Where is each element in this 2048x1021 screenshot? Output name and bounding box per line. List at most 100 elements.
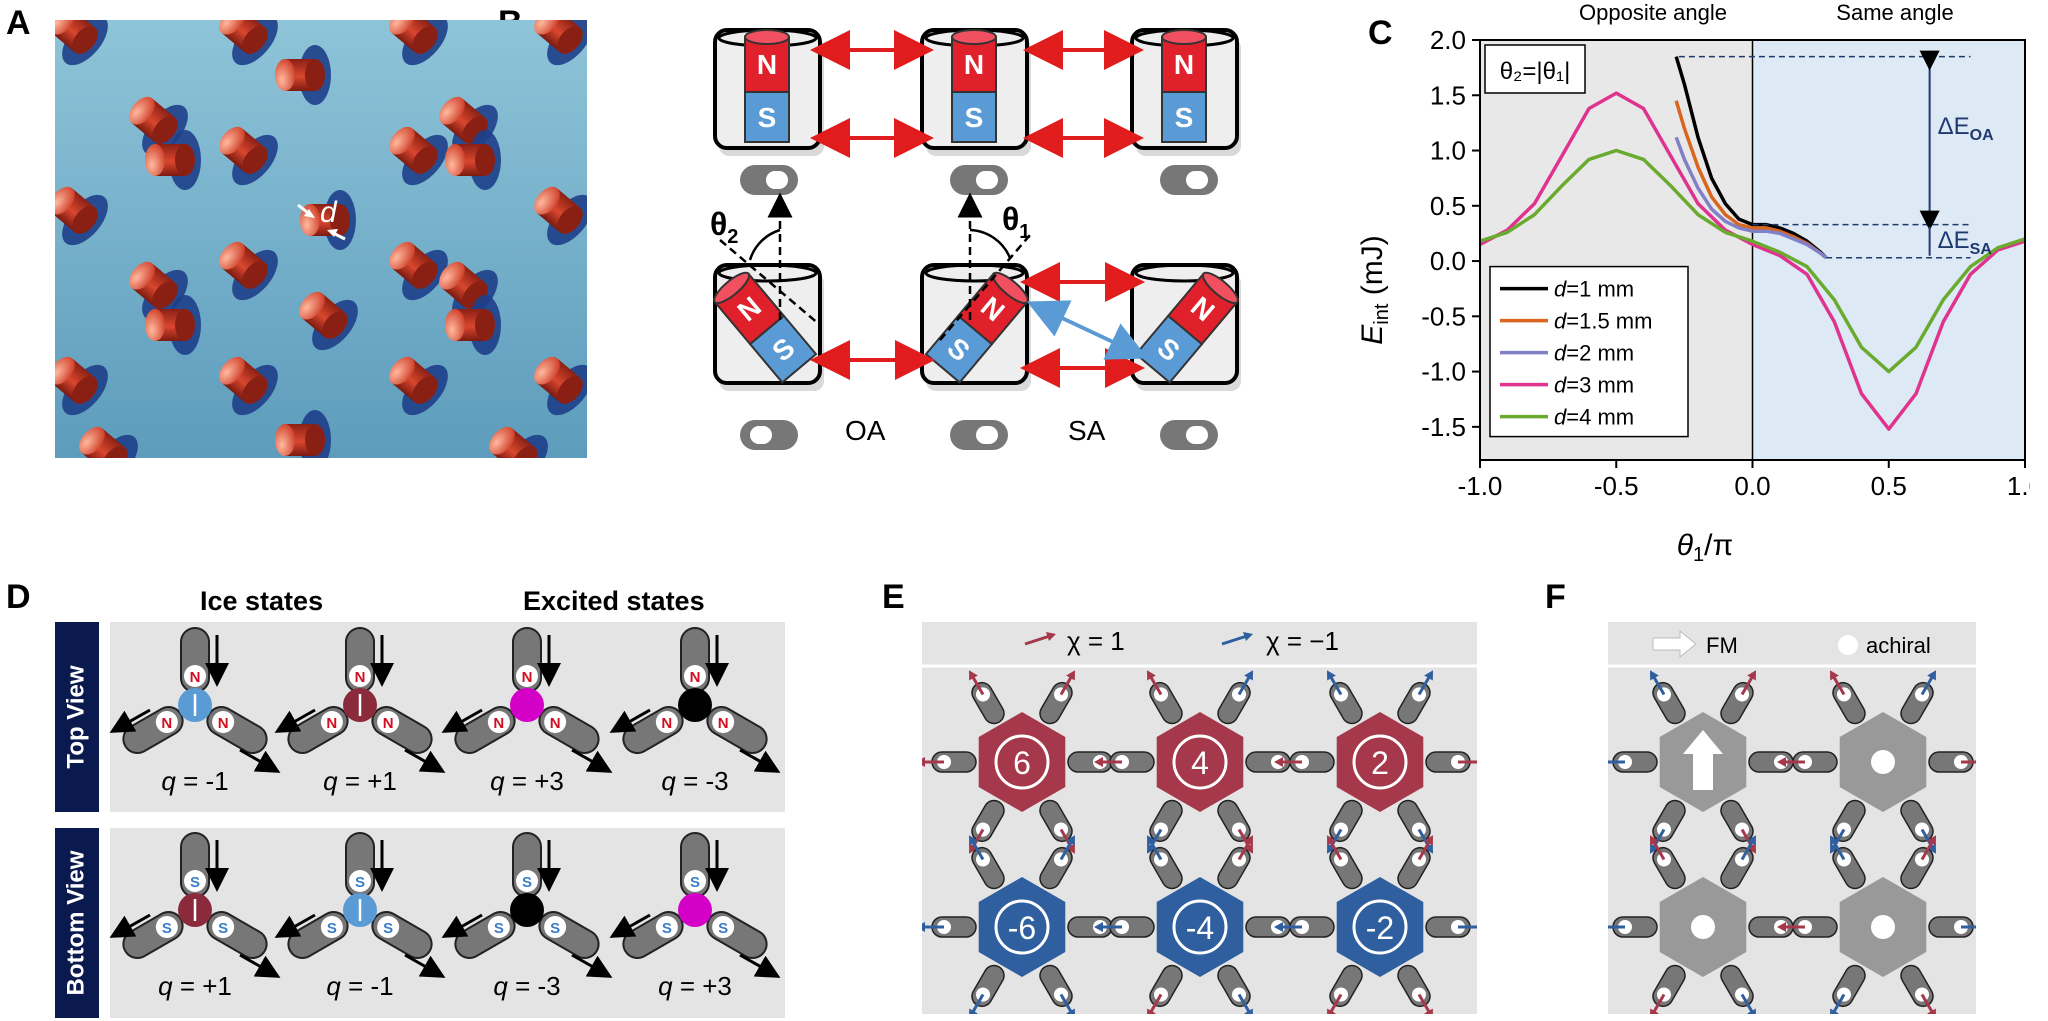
moment-arrow bbox=[1327, 835, 1343, 861]
island-capsule: S bbox=[345, 832, 375, 898]
nanomagnet-cylinder bbox=[55, 356, 108, 416]
delta-oa-label: ΔEOA bbox=[1938, 113, 1994, 144]
moment-arrow bbox=[1237, 993, 1253, 1014]
svg-text:S: S bbox=[522, 874, 532, 891]
island-capsule: S bbox=[680, 832, 710, 898]
south-pole-label: S bbox=[965, 102, 984, 133]
panel-label-c: C bbox=[1368, 14, 1393, 52]
achiral-dot bbox=[1871, 915, 1895, 939]
moment-arrow bbox=[1650, 835, 1666, 861]
moment-arrow bbox=[571, 748, 613, 773]
island-capsule bbox=[1109, 751, 1155, 773]
row-top-view-label-bg bbox=[55, 622, 99, 812]
toggle-indicator bbox=[740, 165, 798, 195]
theta1-arc bbox=[969, 228, 1012, 259]
island-capsule: N bbox=[180, 627, 210, 693]
svg-text:S: S bbox=[494, 920, 504, 937]
moment-arrow bbox=[969, 835, 985, 861]
vertex-charge-ball bbox=[678, 893, 712, 927]
toggle-indicator bbox=[950, 165, 1008, 195]
bar-magnet: NS bbox=[1134, 271, 1239, 384]
island-capsule: S bbox=[622, 911, 684, 959]
legend-entry: d=2 mm bbox=[1554, 341, 1634, 366]
series-line bbox=[1479, 148, 2026, 374]
panel-label-f: F bbox=[1545, 578, 1566, 616]
moment-arrow bbox=[1327, 670, 1343, 696]
moment-arrow bbox=[1059, 670, 1075, 696]
achiral-state bbox=[1777, 835, 1976, 1014]
vortex-state: -4 bbox=[1094, 835, 1306, 1014]
svg-text:S: S bbox=[383, 920, 393, 937]
moment-arrow bbox=[239, 953, 281, 978]
header-ice-states: Ice states bbox=[200, 586, 324, 616]
island-capsule bbox=[1612, 751, 1658, 773]
nanomagnet-cylinder bbox=[219, 20, 278, 66]
charge-label: q = -1 bbox=[161, 766, 228, 796]
svg-text:N: N bbox=[690, 669, 701, 686]
svg-text:N: N bbox=[190, 669, 201, 686]
region-label-opposite: Opposite angle bbox=[1579, 0, 1727, 25]
series-line bbox=[1479, 91, 2026, 431]
nanomagnet-cylinder bbox=[534, 20, 587, 66]
nanomagnet-cylinder bbox=[389, 20, 448, 66]
toggle-indicator bbox=[740, 420, 798, 450]
svg-text:S: S bbox=[662, 920, 672, 937]
bar-magnet: NS bbox=[713, 271, 818, 384]
north-pole-label: N bbox=[757, 49, 777, 80]
moment-arrow bbox=[969, 993, 985, 1014]
moment-arrow bbox=[1458, 925, 1477, 929]
legend-chi-negative-text: χ = −1 bbox=[1266, 626, 1339, 656]
winding-number: 2 bbox=[1371, 745, 1389, 781]
legend-achiral-text: achiral bbox=[1866, 633, 1931, 658]
moment-arrow bbox=[1094, 757, 1122, 767]
condition-text: θ₂=|θ₁| bbox=[1500, 58, 1571, 85]
svg-text:N: N bbox=[355, 669, 366, 686]
moment-arrow bbox=[1740, 835, 1756, 861]
moment-arrow bbox=[1608, 760, 1625, 764]
svg-text:S: S bbox=[162, 920, 172, 937]
moment-arrow bbox=[1274, 757, 1302, 767]
achiral-dot bbox=[1871, 750, 1895, 774]
moment-arrow bbox=[1237, 670, 1253, 696]
svg-text:S: S bbox=[718, 920, 728, 937]
svg-text:N: N bbox=[550, 715, 561, 732]
moment-arrow bbox=[1777, 757, 1805, 767]
moment-arrow bbox=[571, 953, 613, 978]
delta-sa-label: ΔESA bbox=[1938, 227, 1993, 258]
svg-text:N: N bbox=[522, 669, 533, 686]
svg-text:N: N bbox=[383, 715, 394, 732]
nanomagnet-cylinder bbox=[534, 356, 587, 416]
y-tick-label: 1.5 bbox=[1430, 80, 1466, 110]
svg-text:S: S bbox=[327, 920, 337, 937]
svg-text:S: S bbox=[190, 874, 200, 891]
legend-chi-positive: χ = 1 bbox=[1024, 626, 1125, 656]
panel-a-lattice: d bbox=[55, 20, 587, 458]
row-bottom-view-label: Bottom View bbox=[62, 850, 89, 995]
island-capsule: S bbox=[122, 911, 184, 959]
vortex-state: 6 bbox=[922, 670, 1128, 854]
vortex-state: 4 bbox=[1094, 670, 1306, 854]
y-tick-label: -0.5 bbox=[1421, 301, 1466, 331]
island-capsule: N bbox=[680, 627, 710, 693]
island-capsule: S bbox=[287, 911, 349, 959]
moment-arrow bbox=[1650, 993, 1666, 1014]
y-tick-label: -1.0 bbox=[1421, 357, 1466, 387]
toggle-indicator bbox=[1160, 420, 1218, 450]
panel-c-chart: -1.0-0.50.00.51.0-1.5-1.0-0.50.00.51.01.… bbox=[1360, 25, 2030, 566]
svg-text:S: S bbox=[690, 874, 700, 891]
vortex-circulation bbox=[994, 734, 1050, 790]
legend-entry: d=1 mm bbox=[1554, 277, 1634, 302]
condition-box: θ₂=|θ₁| bbox=[1484, 44, 1586, 94]
moment-arrow bbox=[739, 953, 781, 978]
vertex-charge-ball bbox=[678, 688, 712, 722]
x-tick-label: 1.0 bbox=[2007, 471, 2030, 501]
winding-number: -4 bbox=[1186, 910, 1214, 946]
bar-magnet: NS bbox=[1161, 29, 1207, 143]
legend-entry: d=4 mm bbox=[1554, 405, 1634, 430]
moment-arrow bbox=[922, 757, 944, 767]
achiral-state bbox=[1777, 670, 1976, 854]
nanomagnet-cylinder bbox=[55, 20, 108, 66]
